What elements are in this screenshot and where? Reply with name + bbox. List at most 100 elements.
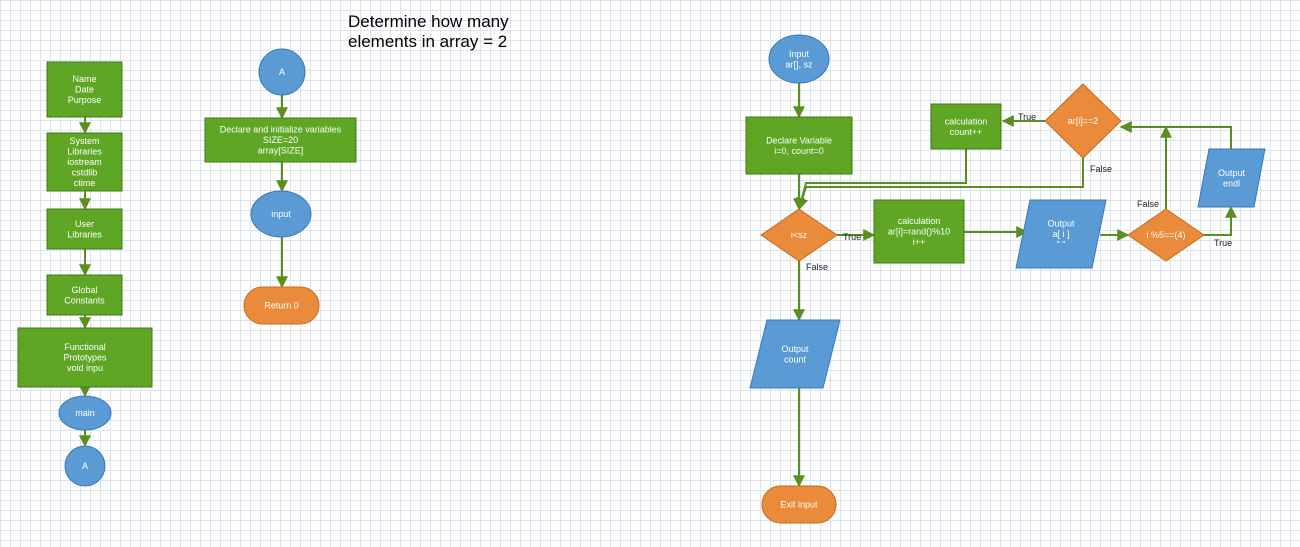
process-system-libraries-line-3: iostream [67, 157, 102, 167]
process-system-libraries-line-1: System [69, 136, 99, 146]
output-a-i-shape [1015, 199, 1107, 269]
input-start-ellipse-line-1: Input [789, 49, 810, 59]
process-functional-prototypes-line-3: void inpu [67, 363, 103, 373]
edge-label-false: False [1090, 164, 1112, 174]
diagram-title: Determine how many elements in array = 2 [348, 12, 509, 51]
output-endl-line-2: endl [1223, 178, 1240, 188]
main-ellipse-label: main [75, 408, 95, 418]
decision-ar-i-equals-2: ar[i]==2 [1044, 83, 1122, 159]
terminal-exit-input-line-1: Exit input [780, 500, 818, 510]
connector-arrow-20 [796, 158, 1084, 211]
edge-label-true: True [843, 232, 861, 242]
process-system-libraries-line-4: cstdlib [72, 168, 98, 178]
input-start-ellipse-shape [768, 34, 830, 84]
connector-a-top-shape [258, 48, 306, 96]
terminal-exit-input: Exit input [761, 485, 837, 524]
decision-i-less-sz-label: i<sz [791, 230, 808, 240]
terminal-return-0-line-1: Return 0 [264, 301, 299, 311]
output-a-i-line-3: " " [1057, 240, 1066, 250]
output-a-i-line-1: Output [1047, 219, 1075, 229]
process-name-date-purpose-line-2: Date [75, 85, 94, 95]
process-calculation-rand-line-2: ar[i]=rand()%10 [888, 227, 950, 237]
process-global-constants-shape [46, 274, 123, 316]
process-calculation-count-line-1: calculation [945, 116, 988, 126]
decision-i-less-sz-line-1: i<sz [791, 230, 808, 240]
decision-ar-i-equals-2-shape [1044, 83, 1122, 159]
decision-i-mod-5-line-1: i %5==(4) [1146, 230, 1185, 240]
process-declare-initialize-line-2: SIZE=20 [263, 135, 298, 145]
process-calculation-count-line-2: count++ [950, 127, 983, 137]
main-ellipse: main [58, 395, 112, 431]
process-name-date-purpose-line-3: Purpose [68, 95, 102, 105]
output-count-shape [749, 319, 841, 389]
connector-lines [79, 83, 1237, 488]
input-ellipse-label: input [271, 209, 291, 219]
edge-label-false: False [1137, 199, 1159, 209]
connector-a-top-line-1: A [279, 67, 285, 77]
decision-i-mod-5: i %5==(4) [1127, 208, 1205, 262]
process-user-libraries-line-2: Libraries [67, 229, 102, 239]
process-functional-prototypes-line-1: Functional [64, 342, 106, 352]
output-endl-line-1: Output [1218, 168, 1246, 178]
decision-i-less-sz-shape [760, 208, 838, 262]
process-system-libraries-line-5: ctime [74, 178, 96, 188]
edge-label-true: True [1214, 238, 1232, 248]
connector-a-left-line-1: A [82, 461, 88, 471]
connector-a-left-label: A [82, 461, 88, 471]
output-count-line-1: Output [781, 344, 809, 354]
process-calculation-rand-shape [873, 199, 965, 264]
input-ellipse-shape [250, 190, 312, 238]
terminal-exit-input-label: Exit input [780, 500, 818, 510]
process-functional-prototypes-line-2: Prototypes [63, 353, 107, 363]
input-start-ellipse-line-2: ar[], sz [785, 59, 813, 69]
process-declare-initialize-line-1: Declare and initialize variables [220, 125, 342, 135]
connector-a-left-shape [64, 445, 106, 487]
main-ellipse-shape [58, 395, 112, 431]
terminal-return-0-shape [243, 286, 320, 325]
output-count-line-2: count [784, 354, 807, 364]
terminal-return-0-label: Return 0 [264, 301, 299, 311]
input-ellipse-line-1: input [271, 209, 291, 219]
input-ellipse: input [250, 190, 312, 238]
edge-label-true: True [1018, 112, 1036, 122]
decision-i-mod-5-label: i %5==(4) [1146, 230, 1185, 240]
process-declare-initialize-shape [204, 117, 357, 163]
terminal-exit-input-shape [761, 485, 837, 524]
terminal-return-0: Return 0 [243, 286, 320, 325]
process-name-date-purpose-line-1: Name [72, 74, 96, 84]
output-a-i-line-2: a[ i ] [1052, 229, 1069, 239]
main-ellipse-line-1: main [75, 408, 95, 418]
output-endl-shape [1197, 148, 1266, 208]
process-global-constants-line-2: Constants [64, 295, 105, 305]
decision-ar-i-equals-2-line-1: ar[i]==2 [1068, 116, 1099, 126]
edge-label-false: False [806, 262, 828, 272]
process-system-libraries-shape [46, 132, 123, 192]
process-calculation-rand-line-3: i++ [913, 237, 926, 247]
decision-i-less-sz: i<sz [760, 208, 838, 262]
process-user-libraries-line-1: User [75, 219, 94, 229]
connector-arrow-15 [1204, 205, 1237, 236]
